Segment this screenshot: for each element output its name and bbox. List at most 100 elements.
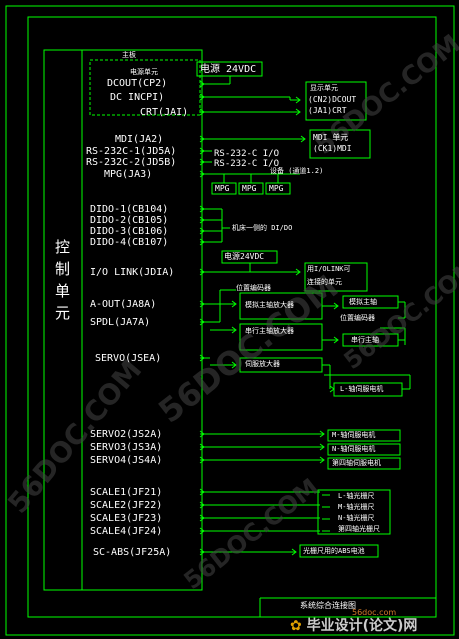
port-scale3: SCALE3(JF23) — [90, 513, 163, 524]
connector-arrow-13 — [199, 170, 205, 178]
connector-arrow-39 — [199, 501, 205, 509]
connector-arrow-101 — [319, 456, 325, 464]
n-scale-label: N-轴光栅尺 — [338, 514, 375, 522]
l-scale-label: L-轴光栅尺 — [338, 492, 375, 500]
footer-brand: ✿ 毕业设计(论文)网 — [290, 619, 417, 633]
iolink-unit-label-1: 用I/OLINK可 — [307, 265, 351, 273]
connector-arrow-33 — [199, 443, 205, 451]
iolink-unit-box — [304, 262, 368, 292]
scale-group-box — [317, 489, 391, 535]
connector-arrow-11 — [199, 158, 205, 166]
connector-arrow-1 — [199, 80, 205, 88]
port-spdl: SPDL(JA7A) — [90, 317, 151, 328]
l-motor-label: L-轴伺服电机 — [340, 385, 384, 393]
analog-amp-label: 模拟主轴放大器 — [245, 301, 294, 309]
connector-arrow-29 — [199, 354, 205, 362]
connector-arrow-37 — [199, 488, 205, 496]
display-unit-box — [305, 81, 367, 121]
connector-arrow-89 — [231, 361, 237, 369]
mpg-label-3: MPG — [269, 184, 284, 193]
rs-io-label-2: RS-232-C I/O — [214, 159, 280, 169]
connector-arrow-111 — [291, 548, 297, 556]
outer-frame — [5, 5, 455, 636]
main-board-title: 主板 — [122, 51, 136, 59]
m-motor-box — [327, 429, 401, 442]
mpg-label-2: MPG — [242, 184, 257, 193]
dcin-port: DC INCPI) — [110, 92, 165, 103]
connector-arrow-84 — [333, 336, 339, 344]
control-unit-char-2: 制 — [55, 260, 71, 278]
port-rs232c-1: RS-232C-1(JD5A) — [86, 146, 177, 157]
port-dido-2: DIDO-2(CB105) — [90, 215, 169, 226]
port-dido-4: DIDO-4(CB107) — [90, 237, 169, 248]
servo-amp-label: 伺服放大器 — [245, 360, 280, 368]
connector-arrow-41 — [199, 514, 205, 522]
power-24vdc-b-label: 电源24VDC — [224, 252, 265, 261]
analog-spindle-label: 模拟主轴 — [349, 298, 377, 306]
abs-battery-box — [299, 544, 379, 558]
m-scale-label: M-轴光栅尺 — [338, 503, 375, 511]
power-unit-label: 电源单元 — [130, 68, 158, 76]
connector-arrow-92 — [329, 385, 335, 393]
connector-arrow-27 — [199, 318, 205, 326]
crt-port: CRT(JAI) — [140, 107, 189, 118]
port-servo4: SERVO4(JS4A) — [90, 455, 163, 466]
dcout-port: DCOUT(CP2) — [107, 78, 168, 89]
port-scale2: SCALE2(JF22) — [90, 500, 163, 511]
display-ja1-label: (JA1)CRT — [308, 106, 347, 115]
footer-brand-text: 毕业设计(论文)网 — [306, 618, 418, 634]
display-unit-label: 显示单元 — [310, 84, 338, 92]
port-scale1: SCALE1(JF21) — [90, 487, 163, 498]
port-servo2: SERVO2(JS2A) — [90, 429, 163, 440]
connector-arrow-74 — [333, 302, 339, 310]
mdi-unit-label: MDI 单元 — [313, 133, 349, 142]
footer-title: 系统综合连接图 — [300, 601, 356, 610]
connector-arrow-15 — [199, 205, 205, 213]
serial-amp-box — [239, 323, 323, 351]
port-scale4: SCALE4(JF24) — [90, 526, 163, 537]
machine-dido-label: 机床一侧的 DI/DO — [232, 224, 293, 232]
device-channel-label: 设备 (通道1.2) — [270, 167, 324, 175]
pos-encoder-label: 位置编码器 — [236, 284, 271, 292]
port-rs232c-2: RS-232C-2(JD5B) — [86, 157, 177, 168]
port-sc-abs: SC-ABS(JF25A) — [93, 547, 172, 558]
connector-arrow-69 — [295, 268, 301, 276]
axis4-scale-label: 第四轴光栅尺 — [338, 525, 380, 533]
footer-logo-icon: ✿ — [290, 618, 302, 634]
connector-arrow-72 — [231, 300, 237, 308]
display-cn2-label: (CN2)DCOUT — [308, 95, 357, 104]
port-iolink: I/O LINK(JDIA) — [90, 267, 175, 278]
connector-arrow-97 — [319, 430, 325, 438]
connector-arrow-53 — [295, 108, 301, 116]
control-unit-char-1: 控 — [55, 238, 71, 256]
port-dido-3: DIDO-3(CB106) — [90, 226, 169, 237]
connector-arrow-45 — [199, 548, 205, 556]
main-board-box — [89, 59, 201, 116]
port-mdi: MDI(JA2) — [115, 134, 164, 145]
port-servo: SERVO(JSEA) — [95, 353, 162, 364]
port-aout: A-OUT(JA8A) — [90, 299, 157, 310]
connector-arrow-49 — [295, 96, 301, 104]
axis4-motor-box — [327, 457, 401, 470]
iolink-unit-label-2: 连接的单元 — [307, 278, 342, 286]
connector-arrow-25 — [199, 300, 205, 308]
axis4-motor-label: 第四轴伺服电机 — [332, 459, 381, 467]
connector-arrow-19 — [199, 227, 205, 235]
footer-site: 56doc.com — [352, 608, 397, 617]
port-dido-1: DIDO-1(CB104) — [90, 204, 169, 215]
connector-arrow-17 — [199, 216, 205, 224]
n-motor-box — [327, 443, 401, 456]
connector-arrow-9 — [199, 147, 205, 155]
rs-io-label-1: RS-232-C I/O — [214, 149, 280, 159]
mpg-label-1: MPG — [215, 184, 230, 193]
serial-spindle-label: 串行主轴 — [351, 336, 379, 344]
connector-arrow-3 — [199, 93, 205, 101]
inner-frame — [27, 16, 437, 618]
port-mpg: MPG(JA3) — [104, 169, 153, 180]
n-motor-label: N-轴伺服电机 — [332, 445, 376, 453]
connector-arrow-21 — [199, 238, 205, 246]
abs-battery-label: 光栅尺用的ABS电池 — [303, 547, 365, 555]
connector-arrow-35 — [199, 456, 205, 464]
connector-arrow-43 — [199, 527, 205, 535]
connector-arrow-5 — [199, 108, 205, 116]
